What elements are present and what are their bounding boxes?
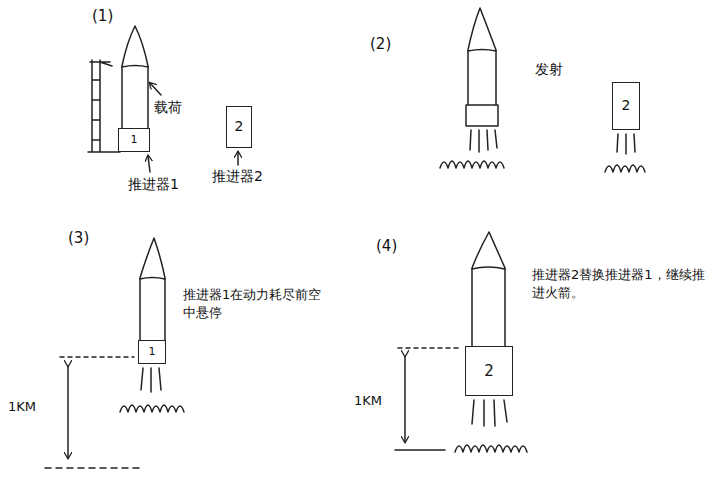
panel-number: (2) xyxy=(370,34,391,54)
note-text: 推进器1在动力耗尽前空中悬停 xyxy=(183,286,328,321)
ground-line xyxy=(395,449,445,451)
exhaust-flame xyxy=(440,130,504,168)
panel-number: (3) xyxy=(68,228,89,248)
part-label: 推进器2 xyxy=(212,167,263,186)
exhaust-flame xyxy=(605,134,645,172)
note-text: 推进器2替换推进器1，继续推进火箭。 xyxy=(532,266,710,301)
altitude-line xyxy=(398,347,460,349)
booster-number: 1 xyxy=(131,134,138,146)
booster-number: 2 xyxy=(235,119,244,134)
panel-number: (4) xyxy=(376,236,397,256)
booster-box: 2 xyxy=(465,346,513,396)
leader-arrow xyxy=(148,156,150,172)
ground-line xyxy=(45,467,140,469)
dimension-arrow xyxy=(67,366,69,458)
booster-number: 1 xyxy=(149,346,156,358)
rocket-body xyxy=(140,238,165,342)
dimension-label: 1KM xyxy=(354,392,382,410)
booster-number: 2 xyxy=(622,98,631,113)
launch-tower xyxy=(88,60,120,152)
booster-box: 2 xyxy=(226,106,252,148)
altitude-line xyxy=(60,356,134,358)
leader-arrow xyxy=(150,83,161,95)
dimension-arrow xyxy=(404,356,406,442)
booster-number: 2 xyxy=(484,363,494,380)
part-label: 载荷 xyxy=(154,98,182,117)
part-label: 推进器1 xyxy=(128,175,179,194)
note-text: 发射 xyxy=(535,60,563,79)
panel-number: (1) xyxy=(92,6,113,26)
leader-arrow xyxy=(237,152,239,165)
booster-box: 2 xyxy=(612,82,640,130)
dimension-label: 1KM xyxy=(8,398,36,416)
booster-box: 1 xyxy=(138,340,166,364)
exhaust-flame xyxy=(455,400,527,452)
rocket-body xyxy=(122,26,148,130)
rocket-body xyxy=(466,8,498,126)
exhaust-flame xyxy=(120,368,184,412)
booster-box: 1 xyxy=(118,128,150,152)
rocket-body xyxy=(472,232,505,348)
